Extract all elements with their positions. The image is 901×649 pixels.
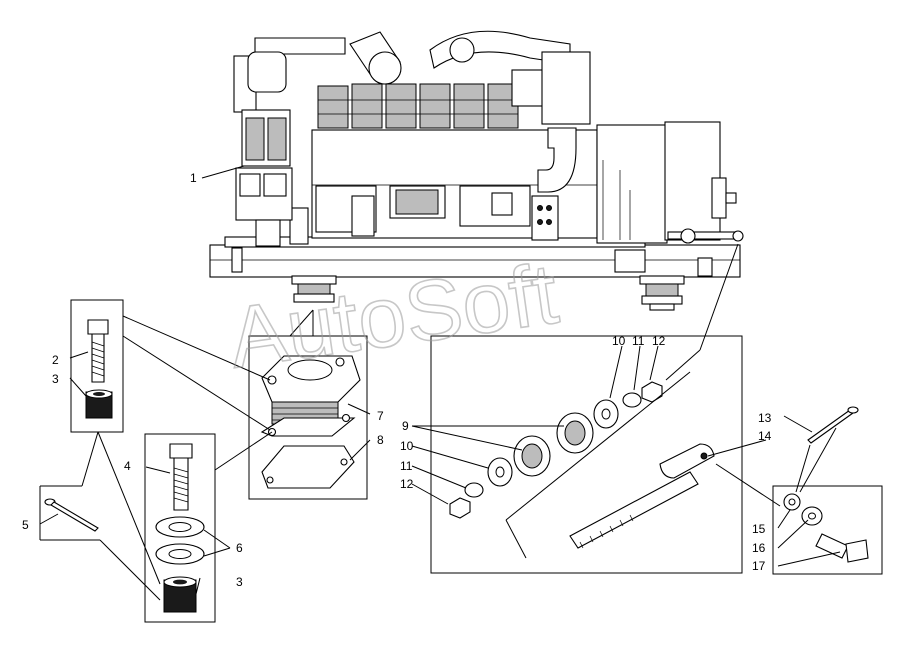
rear-engine-mount <box>639 275 685 311</box>
cylinder-heads <box>317 83 519 129</box>
callout-6: 6 <box>236 541 243 555</box>
spring-washers-11 <box>464 392 642 498</box>
cotter-pin-5 <box>44 498 99 532</box>
detail-frame-bolt-washers <box>144 433 216 623</box>
washers-10 <box>487 399 619 487</box>
callout-7: 7 <box>377 409 384 423</box>
castle-nut-3-upper <box>85 389 113 419</box>
callout-13: 13 <box>758 411 772 425</box>
stud-14 <box>569 443 715 549</box>
lock-washer-15 <box>783 493 801 511</box>
callout-12-lower: 12 <box>400 477 414 491</box>
cotter-pin-13 <box>807 406 859 444</box>
washers-6 <box>155 516 205 565</box>
detail-frame-stud-assembly <box>430 335 743 574</box>
bolt-17 <box>815 533 869 563</box>
callout-14: 14 <box>758 429 772 443</box>
stud-bracket-edge-2 <box>505 371 691 521</box>
rubber-bushings-9 <box>513 412 594 477</box>
engine-assembly <box>209 30 744 311</box>
callout-17: 17 <box>752 559 766 573</box>
callout-15: 15 <box>752 522 766 536</box>
callout-3-lower: 3 <box>236 575 243 589</box>
bolt-4 <box>169 443 193 511</box>
callout-labels: 1 2 3 4 5 6 3 7 8 9 10 11 12 10 11 12 13… <box>22 171 772 589</box>
leader-lines <box>39 165 841 601</box>
engine-mount-7 <box>260 355 361 437</box>
callout-11-lower: 11 <box>400 459 413 473</box>
detail-frame-bolt-nut <box>70 299 124 433</box>
callout-10-upper: 10 <box>612 334 626 348</box>
callout-2: 2 <box>52 353 59 367</box>
callout-1: 1 <box>190 171 197 185</box>
detail-frame-mount <box>248 335 368 500</box>
detail-frame-bolt-17 <box>772 485 883 575</box>
callout-10-lower: 10 <box>400 439 414 453</box>
callout-11-upper: 11 <box>632 334 645 348</box>
callout-12-upper: 12 <box>652 334 666 348</box>
callout-3-upper: 3 <box>52 372 59 386</box>
bolt-2 <box>87 319 109 383</box>
castle-nut-3-lower <box>163 576 197 613</box>
stud-bracket-edge <box>505 519 527 559</box>
front-engine-mount <box>291 275 337 303</box>
callout-8: 8 <box>377 433 384 447</box>
callout-9: 9 <box>402 419 409 433</box>
mount-pad-8 <box>261 445 355 489</box>
nuts-12 <box>449 381 663 519</box>
callout-5: 5 <box>22 518 29 532</box>
callout-4: 4 <box>124 459 131 473</box>
callout-16: 16 <box>752 541 766 555</box>
